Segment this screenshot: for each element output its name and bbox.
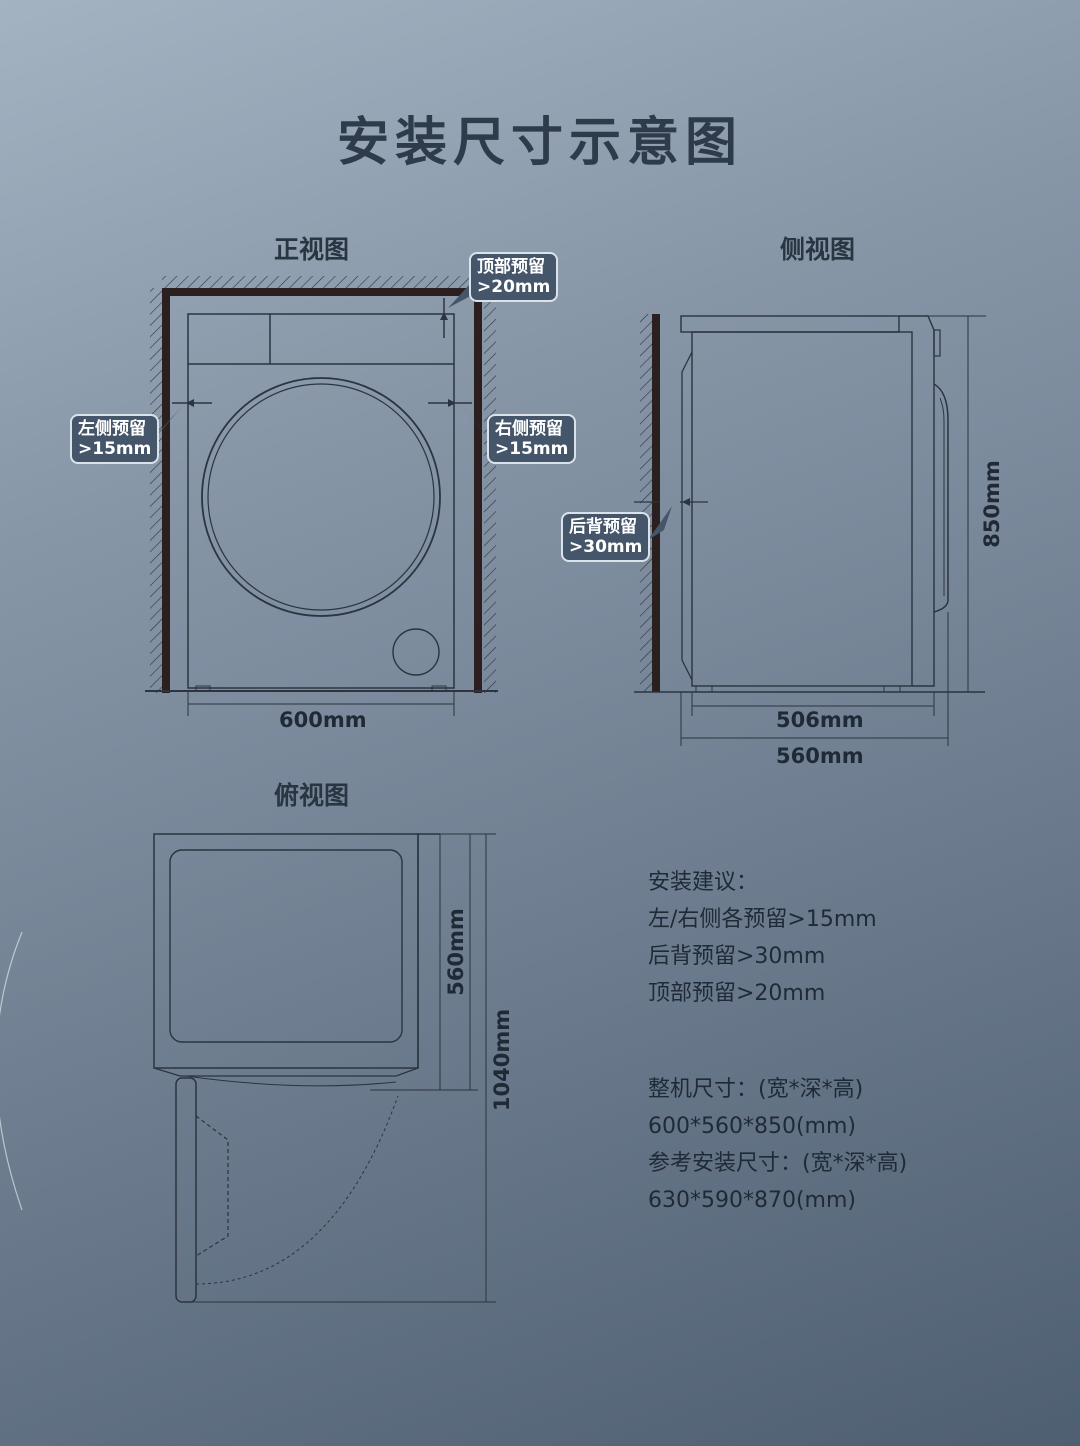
top-lid-panel xyxy=(169,849,403,1043)
front-right-wall xyxy=(474,288,482,693)
side-view-title: 侧视图 xyxy=(780,235,856,264)
top-depth-label: 560mm xyxy=(444,908,468,996)
install-notes: 安装建议： 左/右侧各预留>15mm 后背预留>30mm 顶部预留>20mm 整… xyxy=(648,864,907,1219)
callout-back-label: 后背预留 xyxy=(569,517,637,537)
top-open-door xyxy=(175,1077,197,1303)
callout-left-gap: 左侧预留 >15mm xyxy=(70,414,160,464)
front-right-wall-hatch xyxy=(484,288,496,693)
side-door-profile xyxy=(933,383,949,613)
side-body-depth-label: 506mm xyxy=(776,708,864,732)
advice-line-sides: 左/右侧各预留>15mm xyxy=(648,907,877,932)
front-door-inner xyxy=(207,383,435,611)
front-washer-body xyxy=(187,313,455,689)
page-title: 安装尺寸示意图 xyxy=(336,113,743,173)
callout-right-gap: 右侧预留 >15mm xyxy=(487,414,577,464)
side-back-wall-hatch xyxy=(640,314,652,692)
top-door-swing-arc xyxy=(195,1095,399,1285)
height-label: 850mm xyxy=(980,460,1004,548)
callout-back-gap: 后背预留 >30mm xyxy=(561,512,651,562)
front-left-wall xyxy=(162,288,170,693)
install-size-value: 630*590*870(mm) xyxy=(648,1188,857,1213)
callout-top-value: >20mm xyxy=(477,277,551,297)
advice-heading: 安装建议： xyxy=(648,870,759,895)
side-washer-body xyxy=(691,331,913,687)
callout-back-value: >30mm xyxy=(569,537,643,557)
callout-right-value: >15mm xyxy=(495,439,569,459)
callout-top-label: 顶部预留 xyxy=(477,257,545,277)
top-view-title: 俯视图 xyxy=(274,781,350,810)
top-washer-body xyxy=(153,833,419,1069)
side-back-wall xyxy=(652,314,660,692)
front-view-title: 正视图 xyxy=(274,235,350,264)
side-view-drawing xyxy=(634,314,986,746)
callout-top-gap: 顶部预留 >20mm xyxy=(469,252,559,302)
front-door-outer xyxy=(201,377,441,617)
callout-left-label: 左侧预留 xyxy=(78,419,146,439)
size-heading: 整机尺寸：(宽*深*高) xyxy=(648,1077,864,1102)
front-view-drawing xyxy=(145,276,498,716)
install-size-heading: 参考安装尺寸：(宽*深*高) xyxy=(648,1151,908,1176)
top-depth-door-open-label: 1040mm xyxy=(490,1008,514,1112)
side-total-depth-label: 560mm xyxy=(776,744,864,768)
callout-right-label: 右侧预留 xyxy=(495,419,563,439)
decorative-arc xyxy=(0,931,23,1211)
front-left-wall-hatch xyxy=(150,288,162,693)
front-filter-cap xyxy=(392,628,440,676)
top-view-drawing xyxy=(153,833,496,1303)
front-width-label: 600mm xyxy=(279,708,367,732)
advice-line-back: 后背预留>30mm xyxy=(648,944,826,969)
front-top-wall xyxy=(162,288,482,296)
front-top-wall-hatch xyxy=(162,276,484,288)
size-value: 600*560*850(mm) xyxy=(648,1114,857,1139)
callout-left-value: >15mm xyxy=(78,439,152,459)
advice-line-top: 顶部预留>20mm xyxy=(648,981,826,1006)
